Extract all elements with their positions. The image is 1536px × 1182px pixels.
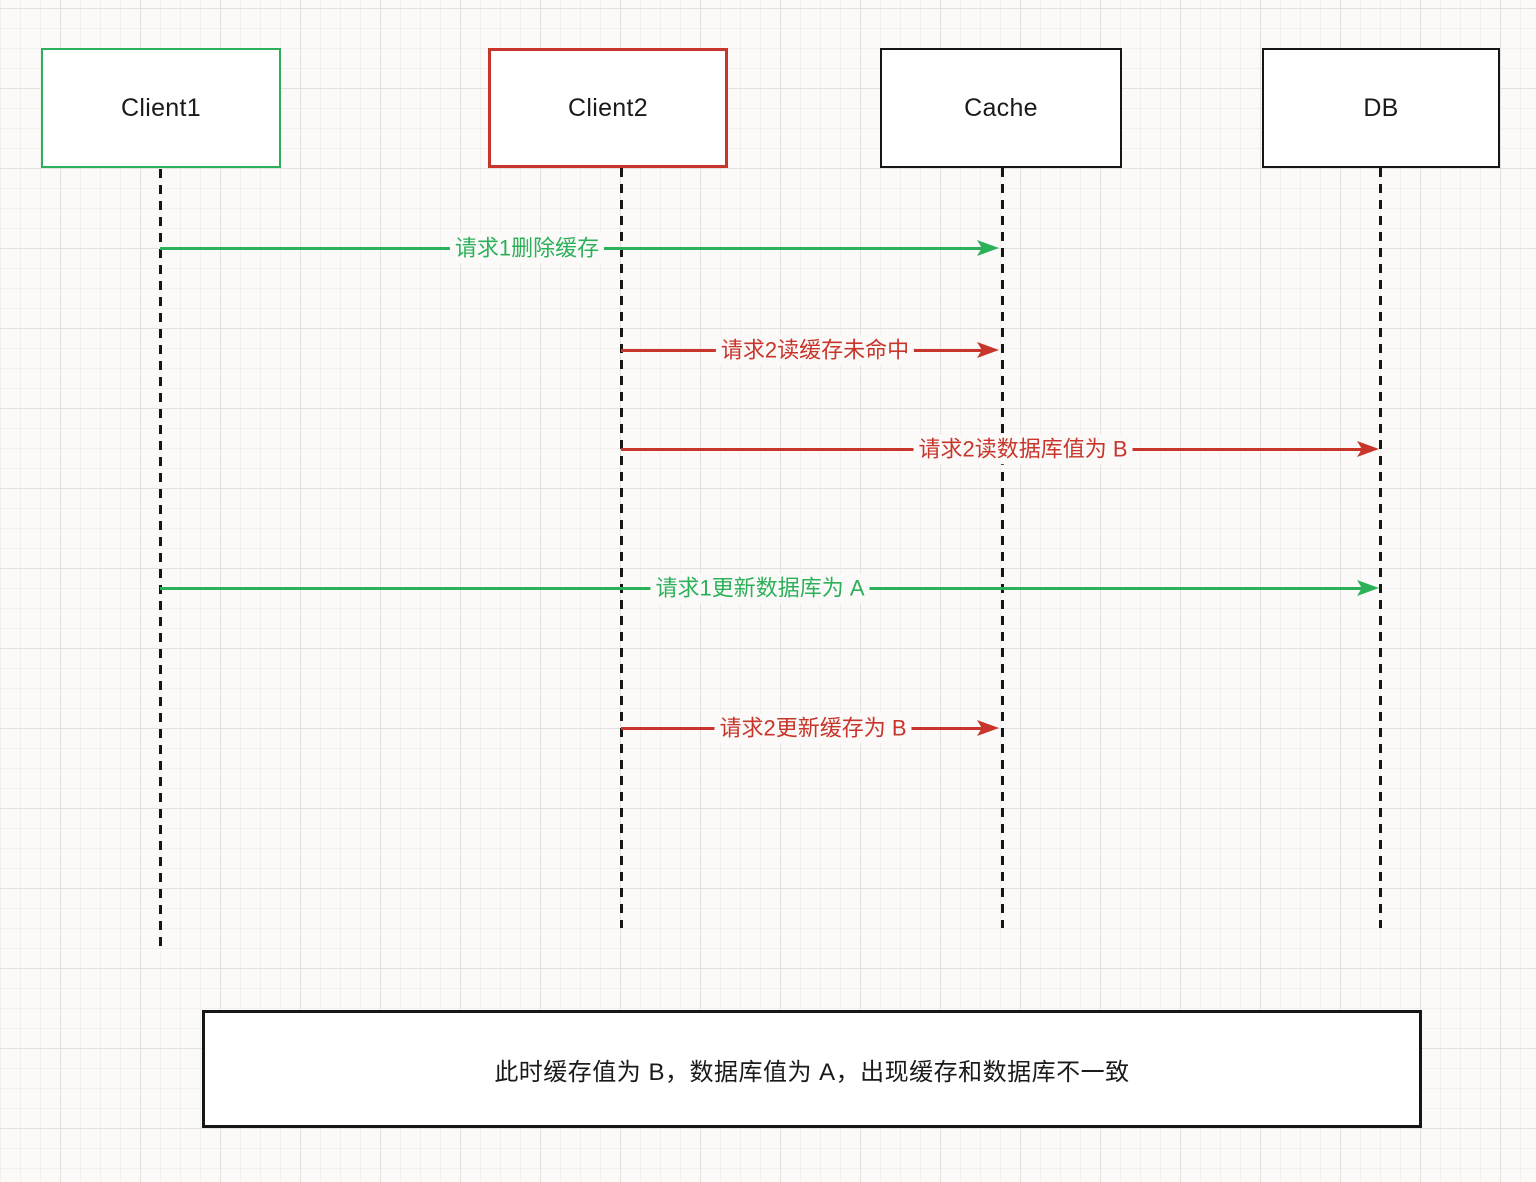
note-box: 此时缓存值为 B，数据库值为 A，出现缓存和数据库不一致 — [202, 1010, 1422, 1128]
message-3-label: 请求2读数据库值为 B — [913, 434, 1133, 464]
message-2-label: 请求2读缓存未命中 — [715, 335, 915, 365]
actor-label-cache: Cache — [964, 93, 1038, 122]
actor-box-cache: Cache — [880, 48, 1122, 168]
actor-label-client2: Client2 — [568, 93, 648, 122]
message-1-label: 请求1删除缓存 — [449, 233, 605, 263]
note-text: 此时缓存值为 B，数据库值为 A，出现缓存和数据库不一致 — [494, 1058, 1130, 1086]
message-5-label: 请求2更新缓存为 B — [714, 713, 912, 743]
message-4-label: 请求1更新数据库为 A — [650, 573, 870, 603]
actor-label-db: DB — [1363, 93, 1399, 122]
lifeline-client2 — [619, 168, 623, 928]
actor-box-db: DB — [1262, 48, 1500, 168]
lifeline-cache — [1000, 168, 1004, 928]
lifeline-client1 — [158, 169, 162, 948]
lifeline-db — [1378, 168, 1382, 928]
actor-box-client2: Client2 — [488, 48, 728, 168]
actor-box-client1: Client1 — [41, 48, 281, 168]
actor-label-client1: Client1 — [121, 93, 201, 122]
